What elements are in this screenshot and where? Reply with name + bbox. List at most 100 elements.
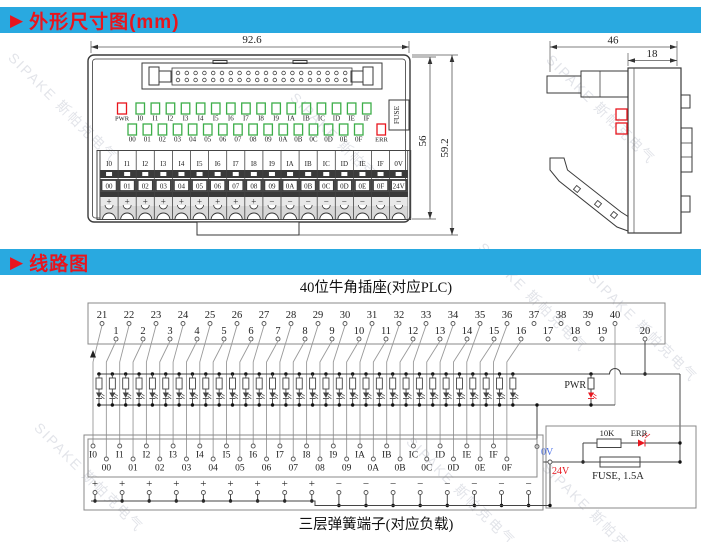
svg-text:I0: I0 xyxy=(137,115,143,123)
svg-text:36: 36 xyxy=(502,310,513,321)
svg-text:28: 28 xyxy=(286,310,297,321)
svg-text:00: 00 xyxy=(106,183,114,191)
svg-text:−: − xyxy=(471,478,477,490)
play-icon: ▶ xyxy=(10,10,24,30)
svg-text:−: − xyxy=(363,478,369,490)
svg-text:0A: 0A xyxy=(368,464,380,474)
idc-connector-front xyxy=(141,60,383,90)
svg-text:38: 38 xyxy=(556,310,567,321)
svg-text:+: + xyxy=(254,478,260,490)
svg-text:59.2: 59.2 xyxy=(439,138,451,157)
svg-text:06: 06 xyxy=(262,464,272,474)
svg-text:29: 29 xyxy=(313,310,324,321)
svg-text:I5: I5 xyxy=(213,115,219,123)
svg-text:0B: 0B xyxy=(304,183,313,191)
svg-text:07: 07 xyxy=(289,464,299,474)
play-icon: ▶ xyxy=(10,252,24,272)
svg-text:PWR: PWR xyxy=(115,116,130,123)
svg-text:11: 11 xyxy=(381,326,391,337)
svg-text:−: − xyxy=(396,197,401,207)
svg-text:10: 10 xyxy=(354,326,365,337)
svg-text:35: 35 xyxy=(475,310,486,321)
svg-text:I8: I8 xyxy=(251,160,257,168)
svg-text:ERR: ERR xyxy=(375,137,388,144)
svg-text:I7: I7 xyxy=(276,451,284,461)
svg-text:33: 33 xyxy=(421,310,432,321)
svg-text:17: 17 xyxy=(543,326,554,337)
svg-text:I3: I3 xyxy=(169,451,177,461)
svg-text:IC: IC xyxy=(318,115,325,123)
svg-text:I9: I9 xyxy=(329,451,337,461)
svg-text:2: 2 xyxy=(140,326,145,337)
svg-text:+: + xyxy=(92,478,98,490)
svg-text:I9: I9 xyxy=(269,160,275,168)
svg-text:4: 4 xyxy=(194,326,200,337)
svg-text:14: 14 xyxy=(462,326,473,337)
svg-text:I5: I5 xyxy=(223,451,231,461)
svg-text:0C: 0C xyxy=(322,183,331,191)
svg-text:+: + xyxy=(227,478,233,490)
svg-text:22: 22 xyxy=(124,310,135,321)
svg-text:IA: IA xyxy=(288,115,295,123)
svg-text:ID: ID xyxy=(341,160,348,168)
svg-text:+: + xyxy=(119,478,125,490)
svg-text:1: 1 xyxy=(113,326,118,337)
svg-text:+: + xyxy=(309,478,315,490)
svg-text:04: 04 xyxy=(208,464,218,474)
svg-text:I4: I4 xyxy=(179,160,185,168)
svg-text:0F: 0F xyxy=(502,464,512,474)
svg-text:13: 13 xyxy=(435,326,446,337)
svg-text:−: − xyxy=(306,197,311,207)
svg-text:I1: I1 xyxy=(124,160,130,168)
front-view: FUSE xyxy=(87,54,411,236)
svg-text:+: + xyxy=(251,197,256,207)
svg-text:IF: IF xyxy=(364,115,370,123)
svg-text:08: 08 xyxy=(315,464,325,474)
section-title-dimensions: 外形尺寸图(mm) xyxy=(29,11,180,33)
svg-text:0D: 0D xyxy=(340,183,349,191)
svg-text:0E: 0E xyxy=(340,136,348,144)
svg-text:00: 00 xyxy=(129,136,137,144)
svg-text:10K: 10K xyxy=(600,428,616,438)
svg-text:40位牛角插座(对应PLC): 40位牛角插座(对应PLC) xyxy=(300,278,452,296)
svg-text:27: 27 xyxy=(259,310,270,321)
svg-text:46: 46 xyxy=(608,35,620,47)
svg-text:5: 5 xyxy=(221,326,226,337)
svg-text:−: − xyxy=(378,197,383,207)
svg-text:07: 07 xyxy=(234,136,242,144)
svg-text:IF: IF xyxy=(377,160,383,168)
svg-text:23: 23 xyxy=(151,310,162,321)
section-title-circuit: 线路图 xyxy=(29,253,90,275)
svg-text:0F: 0F xyxy=(355,136,363,144)
svg-text:03: 03 xyxy=(182,464,192,474)
svg-text:0D: 0D xyxy=(448,464,460,474)
svg-text:0A: 0A xyxy=(279,136,288,144)
svg-text:IC: IC xyxy=(409,451,419,461)
svg-text:I3: I3 xyxy=(160,160,166,168)
svg-text:02: 02 xyxy=(159,136,167,144)
svg-text:I2: I2 xyxy=(167,115,173,123)
svg-text:24: 24 xyxy=(178,310,189,321)
svg-text:19: 19 xyxy=(597,326,608,337)
svg-text:04: 04 xyxy=(189,136,197,144)
svg-text:8: 8 xyxy=(302,326,307,337)
svg-text:00: 00 xyxy=(102,464,112,474)
svg-text:I6: I6 xyxy=(228,115,234,123)
svg-text:ID: ID xyxy=(333,115,340,123)
svg-text:+: + xyxy=(146,478,152,490)
svg-text:I2: I2 xyxy=(142,160,148,168)
svg-text:I5: I5 xyxy=(197,160,203,168)
svg-text:01: 01 xyxy=(144,136,152,144)
svg-text:09: 09 xyxy=(268,183,276,191)
svg-text:I7: I7 xyxy=(243,115,249,123)
svg-text:PWR: PWR xyxy=(564,380,586,391)
svg-text:+: + xyxy=(161,197,166,207)
svg-text:34: 34 xyxy=(448,310,459,321)
svg-text:−: − xyxy=(390,478,396,490)
svg-text:+: + xyxy=(282,478,288,490)
svg-text:01: 01 xyxy=(128,464,138,474)
svg-text:I4: I4 xyxy=(198,115,204,123)
